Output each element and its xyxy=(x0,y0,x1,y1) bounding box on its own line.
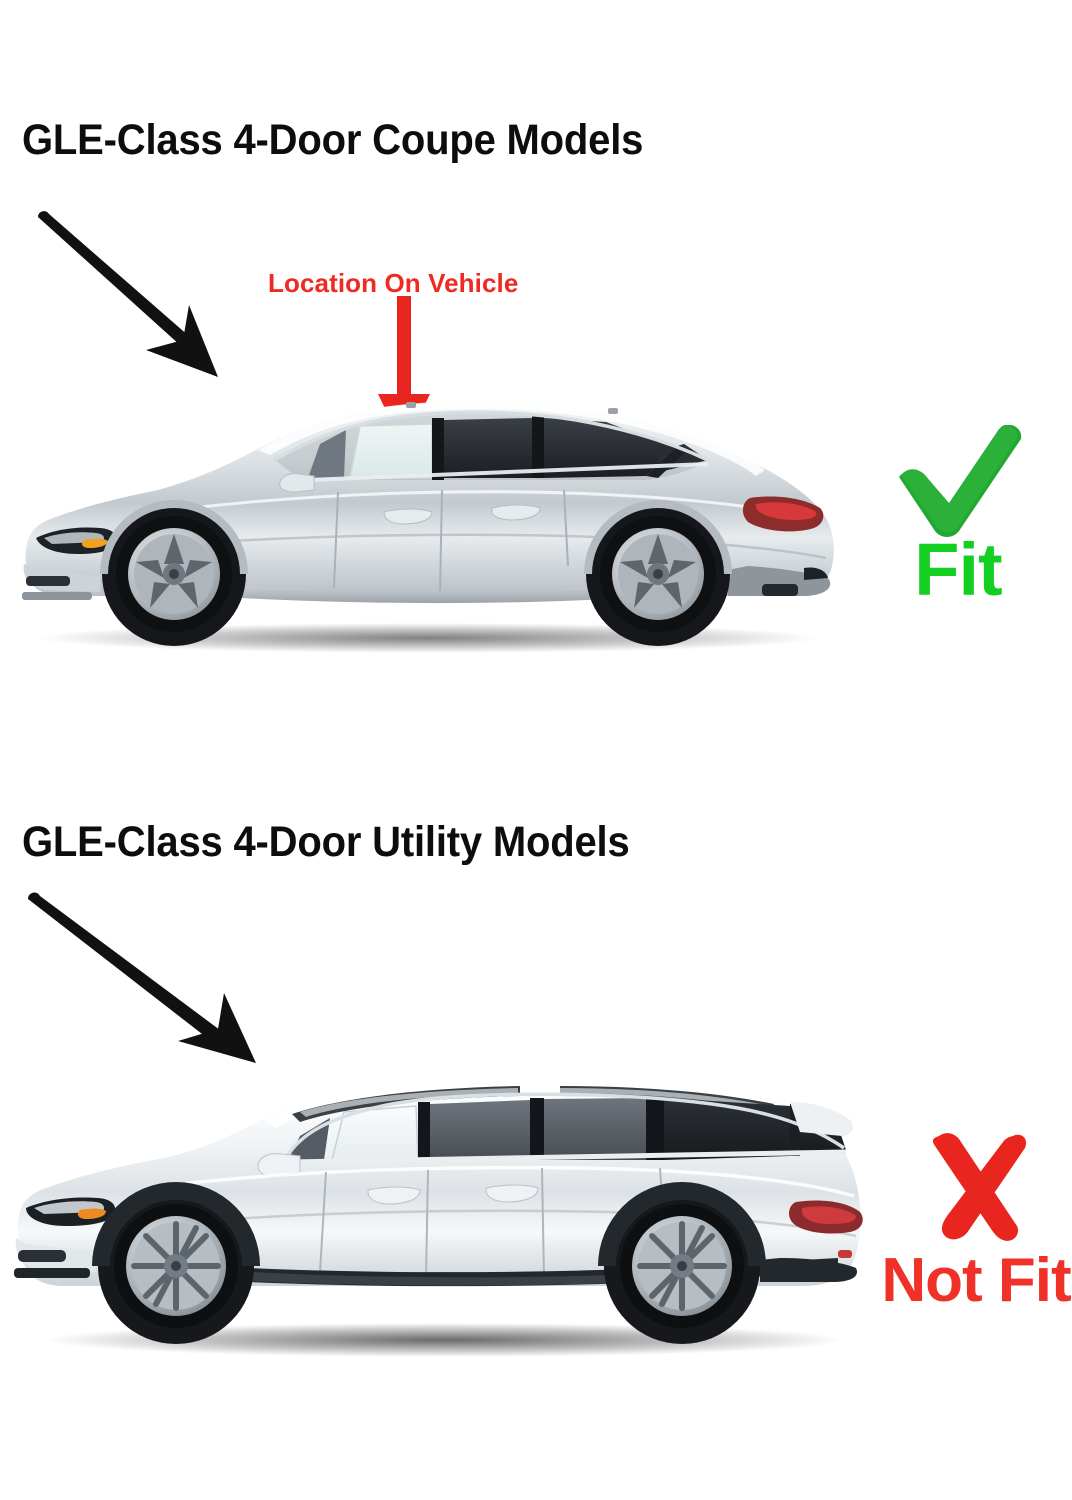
fitment-verdict-fit: Fit xyxy=(858,425,1058,607)
front-wheel xyxy=(98,1188,254,1344)
rear-wheel xyxy=(586,502,730,646)
page-title-utility: GLE-Class 4-Door Utility Models xyxy=(22,818,630,866)
mercedes-gle-suv-image xyxy=(0,1010,890,1365)
x-mark-icon xyxy=(932,1133,1027,1241)
front-wheel xyxy=(102,502,246,646)
fitment-verdict-not-fit: Not Fit xyxy=(880,1130,1072,1312)
verdict-label-fit: Fit xyxy=(914,528,1002,611)
rear-wheel xyxy=(604,1188,760,1344)
check-mark-icon xyxy=(899,425,1022,537)
verdict-label-not-fit: Not Fit xyxy=(881,1246,1071,1315)
page-title-coupe: GLE-Class 4-Door Coupe Models xyxy=(22,116,644,164)
location-on-vehicle-label: Location On Vehicle xyxy=(268,268,519,298)
mercedes-gle-coupe-image xyxy=(8,352,848,662)
